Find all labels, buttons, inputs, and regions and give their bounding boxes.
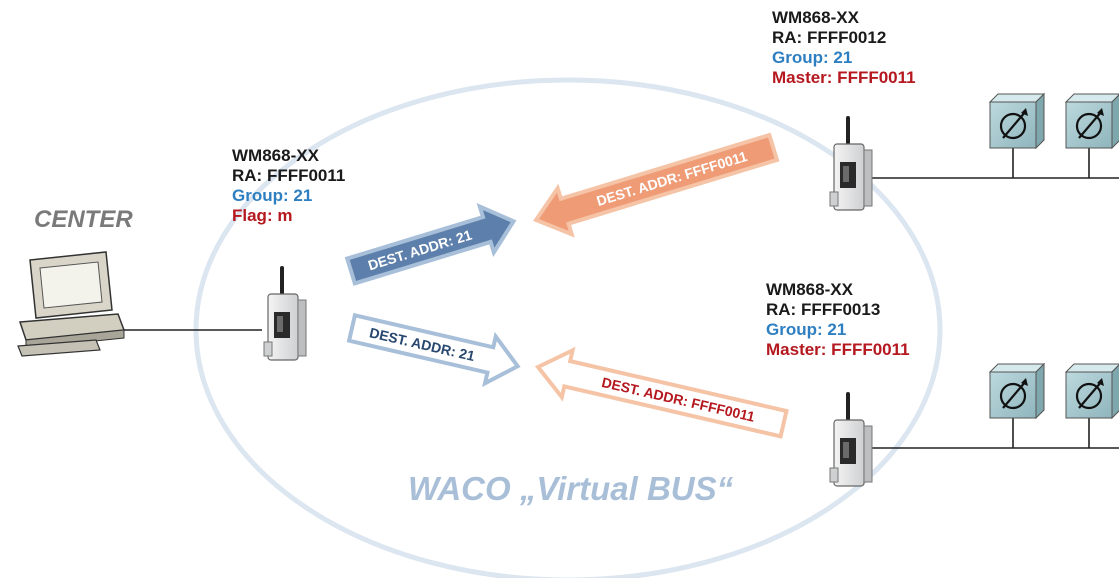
module-12-group: Group: 21 (772, 48, 853, 67)
module-12-master: Master: FFFF0011 (772, 68, 916, 87)
module-13-model: WM868-XX (766, 280, 853, 299)
module-center-model: WM868-XX (232, 146, 319, 165)
module-13-info: WM868-XX RA: FFFF0013 Group: 21 Master: … (766, 280, 910, 360)
module-center-info: WM868-XX RA: FFFF0011 Group: 21 Flag: m (232, 146, 345, 226)
arrow-out-upper: DEST. ADDR: 21 (344, 202, 517, 286)
module-center-flag: Flag: m (232, 206, 293, 225)
gauge-icon (1064, 363, 1119, 420)
module-13-master: Master: FFFF0011 (766, 340, 910, 359)
module-13-group: Group: 21 (766, 320, 847, 339)
virtual-bus-title: WACO „Virtual BUS“ (408, 470, 734, 507)
wm868-module-12-icon (829, 116, 873, 211)
arrow-back-upper-label: DEST. ADDR: FFFF0011 (595, 148, 750, 209)
wm868-module-13-icon (829, 392, 873, 487)
gauge-icon (988, 362, 1046, 420)
module-12-ra: RA: FFFF0012 (772, 28, 887, 47)
gauge-icon (988, 92, 1046, 150)
module-12-model: WM868-XX (772, 8, 859, 27)
module-13-ra: RA: FFFF0013 (766, 300, 881, 319)
center-label: CENTER (34, 206, 133, 233)
computer-icon (17, 251, 126, 357)
module-12-info: WM868-XX RA: FFFF0012 Group: 21 Master: … (772, 8, 916, 88)
module-center-ra: RA: FFFF0011 (232, 166, 346, 185)
gauge-icon (1064, 93, 1119, 150)
module-center-group: Group: 21 (232, 186, 313, 205)
wires (120, 145, 1119, 449)
arrow-out-lower: DEST. ADDR: 21 (346, 312, 521, 388)
arrow-back-upper: DEST. ADDR: FFFF0011 (532, 132, 780, 238)
arrow-back-lower: DEST. ADDR: FFFF0011 (534, 346, 789, 439)
wm868-module-center-icon (263, 266, 307, 361)
